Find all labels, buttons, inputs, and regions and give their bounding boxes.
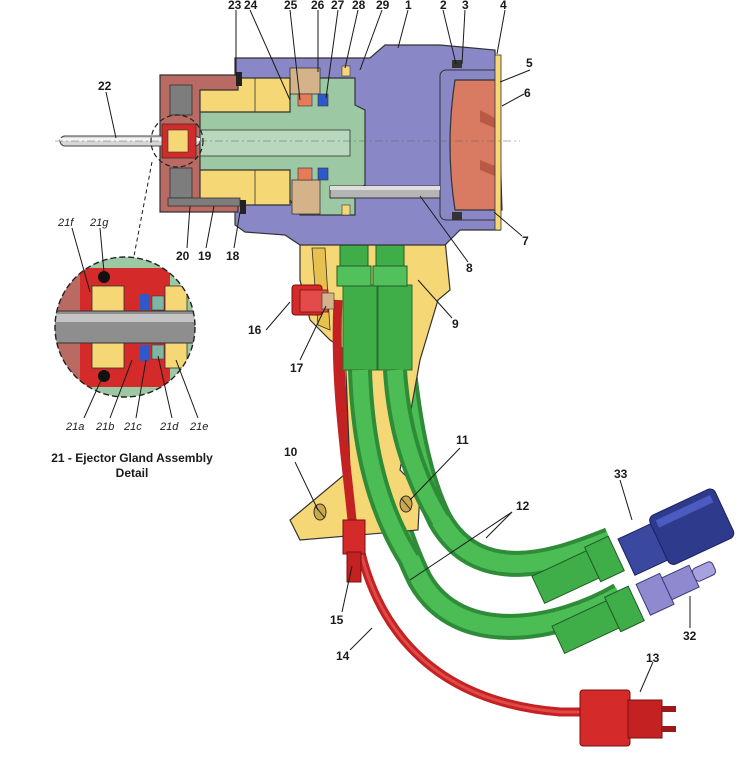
- callout-13: 13: [646, 651, 660, 665]
- callout-labels: 23 24 25 26 27 28 29 1 2 3 4 5 6 7 8 9 2…: [51, 0, 696, 665]
- callout-19: 19: [198, 249, 212, 263]
- callout-7: 7: [522, 234, 529, 248]
- callout-29: 29: [376, 0, 390, 12]
- callout-28: 28: [352, 0, 366, 12]
- callout-32: 32: [683, 629, 697, 643]
- callout-21a: 21a: [65, 421, 84, 433]
- hose-inside-handle: [332, 284, 451, 567]
- callout-18: 18: [226, 249, 240, 263]
- callout-12: 12: [516, 499, 530, 513]
- callout-21g: 21g: [89, 217, 109, 229]
- callout-8: 8: [466, 261, 473, 275]
- male-coupler: [635, 561, 717, 616]
- callout-4: 4: [500, 0, 507, 12]
- callout-11: 11: [456, 433, 469, 447]
- callout-17: 17: [290, 361, 304, 375]
- callout-21f: 21f: [57, 217, 74, 229]
- ejector-gland-inline: [150, 114, 204, 168]
- callout-21e: 21e: [189, 421, 208, 433]
- callout-6: 6: [524, 86, 531, 100]
- callout-5: 5: [526, 56, 533, 70]
- callout-23: 23: [228, 0, 242, 12]
- callout-1: 1: [405, 0, 412, 12]
- callout-15: 15: [330, 613, 344, 627]
- gland-parts: [289, 60, 462, 220]
- detail-caption-subtitle: Detail: [116, 466, 149, 480]
- callout-21c: 21c: [123, 421, 142, 433]
- trigger-plug: [579, 689, 676, 747]
- callout-24: 24: [244, 0, 258, 12]
- callout-2: 2: [440, 0, 447, 12]
- callout-14: 14: [336, 649, 350, 663]
- callout-21b: 21b: [95, 421, 114, 433]
- callout-27: 27: [331, 0, 345, 12]
- detail-caption-title: 21 - Ejector Gland Assembly: [51, 451, 213, 465]
- callout-33: 33: [614, 467, 628, 481]
- callout-20: 20: [176, 249, 190, 263]
- callout-22: 22: [98, 79, 112, 93]
- callout-16: 16: [248, 323, 262, 337]
- detail-link-line: [133, 161, 153, 257]
- callout-21d: 21d: [159, 421, 179, 433]
- callout-26: 26: [311, 0, 325, 12]
- cable-strain-relief: [342, 519, 366, 583]
- callout-10: 10: [284, 445, 298, 459]
- callout-3: 3: [462, 0, 469, 12]
- callout-9: 9: [452, 317, 459, 331]
- trigger-button: [291, 284, 335, 316]
- callout-25: 25: [284, 0, 298, 12]
- hose-end-fittings: [531, 488, 735, 655]
- leader-lines: [71, 9, 691, 693]
- female-coupler: [617, 488, 735, 576]
- ejector-gland-detail: [54, 161, 196, 398]
